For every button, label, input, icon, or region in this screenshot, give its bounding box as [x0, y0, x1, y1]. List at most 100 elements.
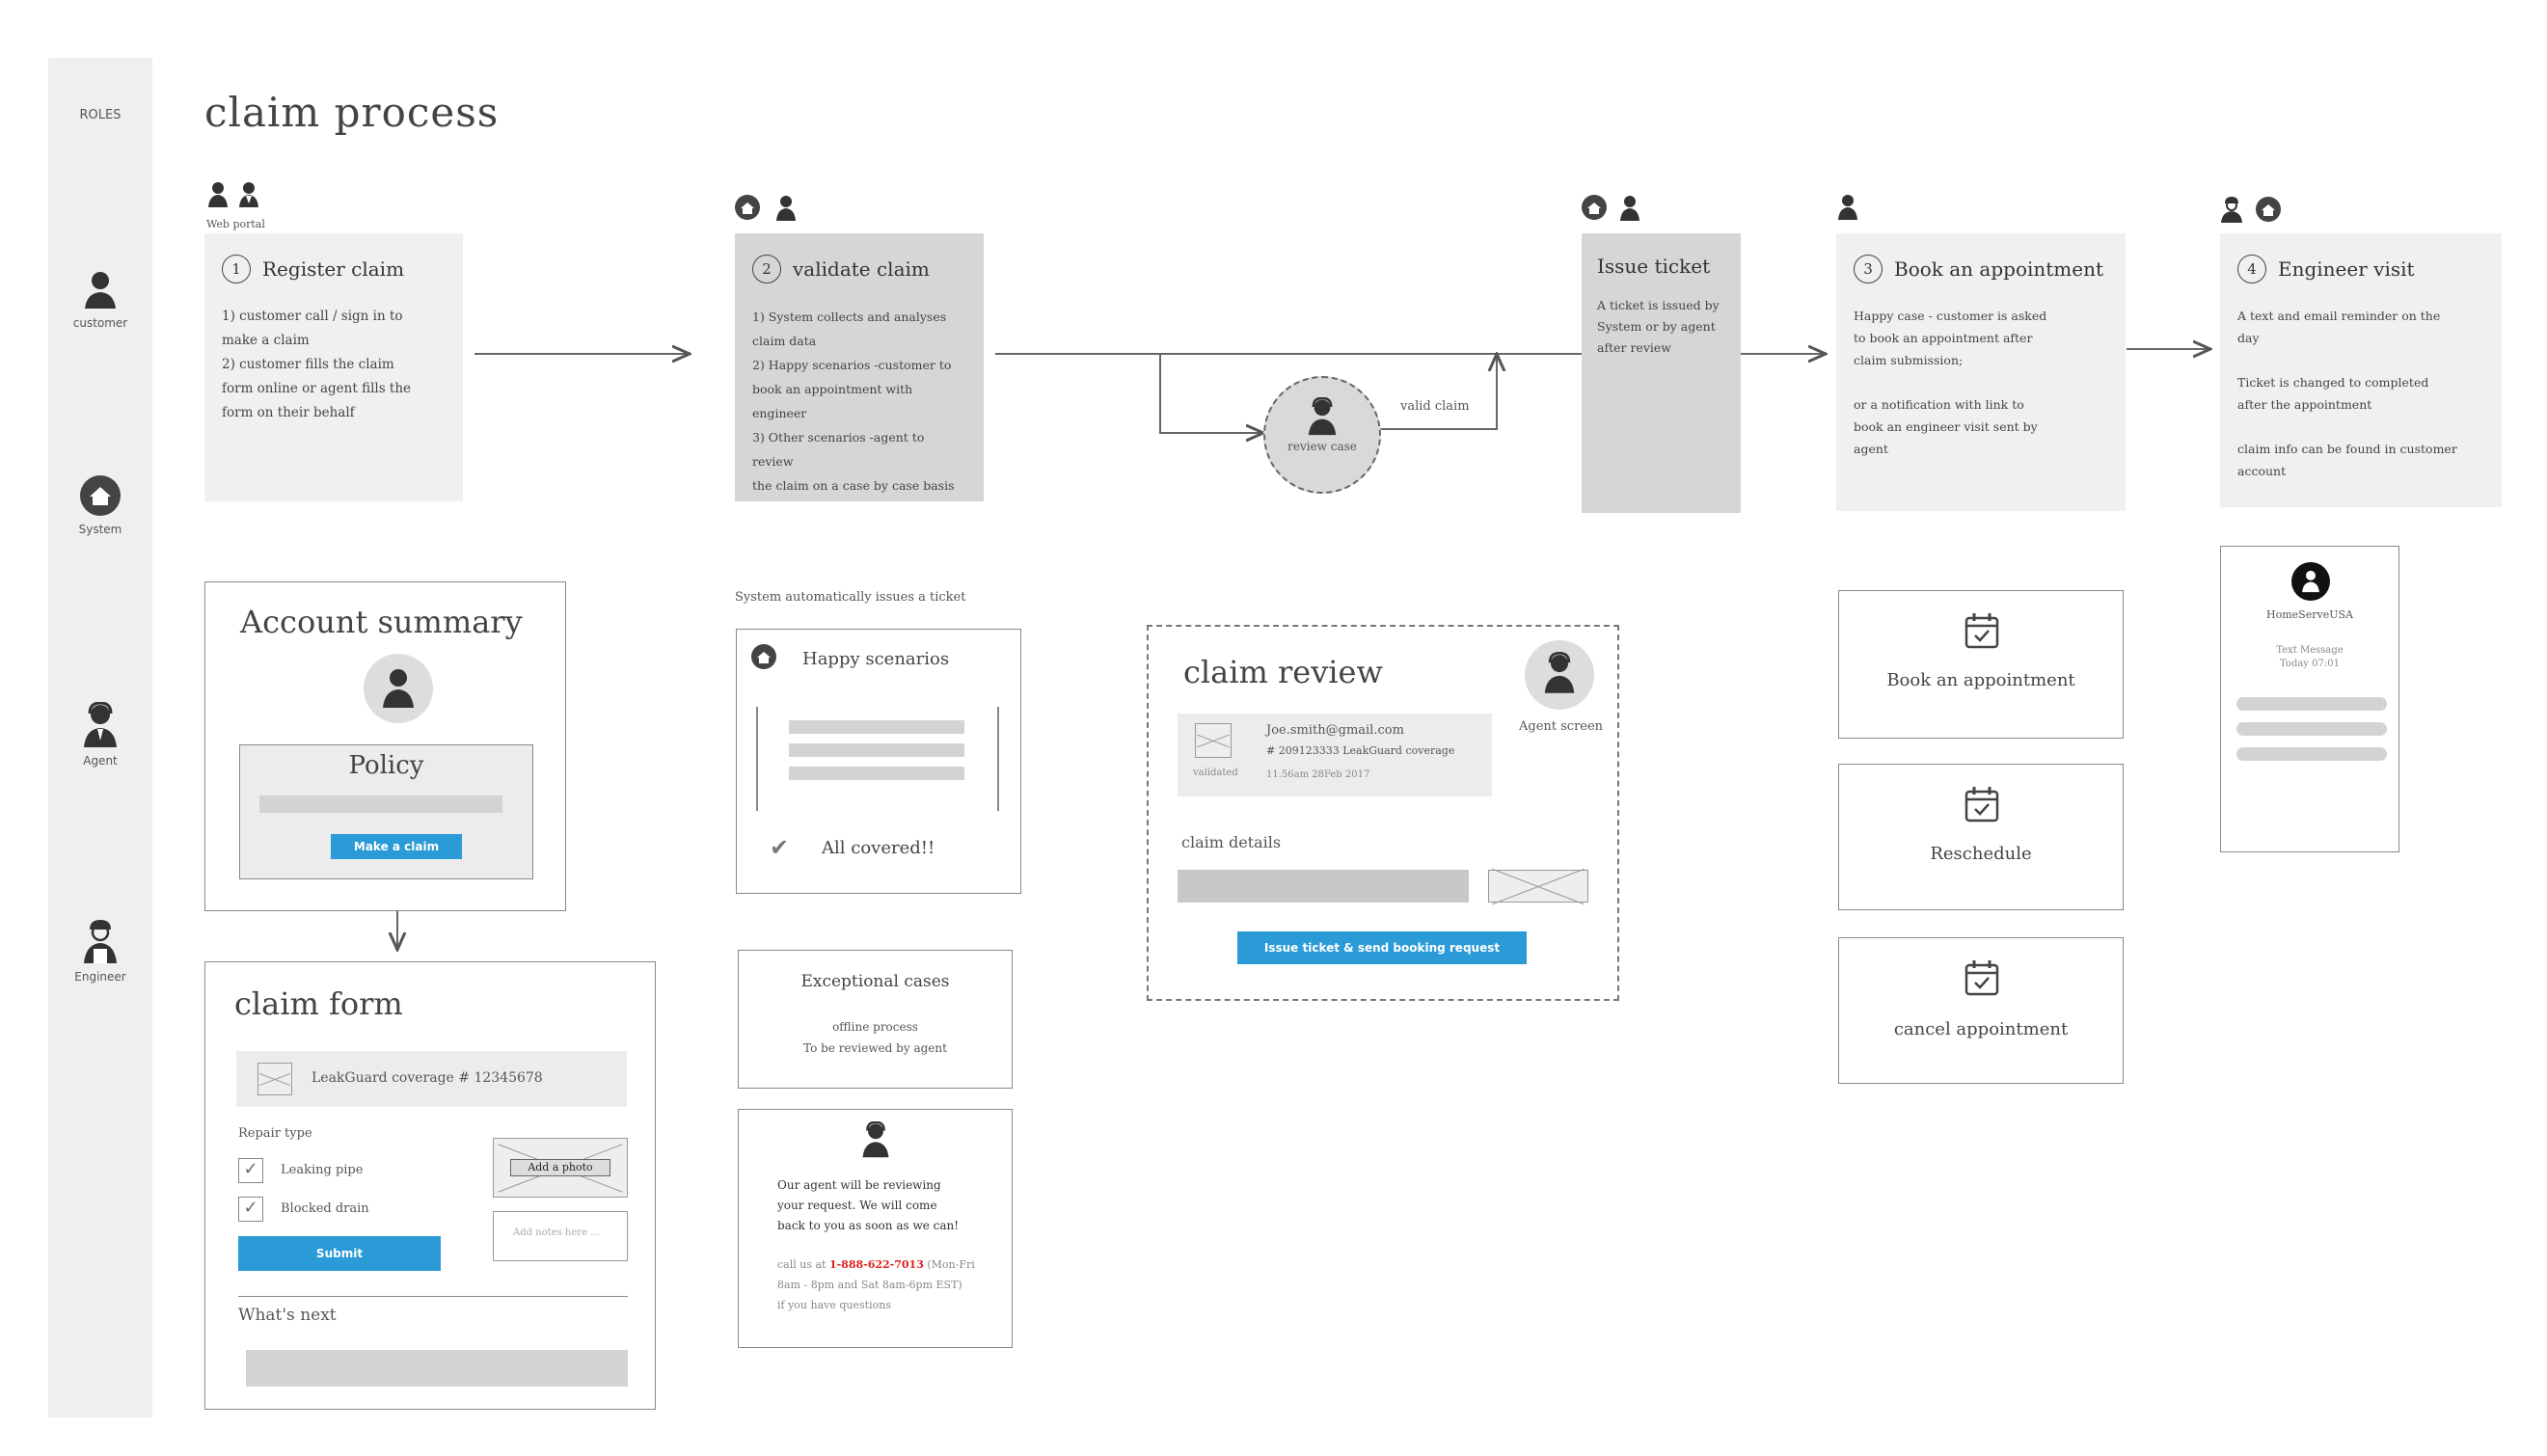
roles-header: ROLES	[79, 108, 122, 122]
details-placeholder	[1178, 870, 1469, 903]
claim-form-card: claim form LeakGuard coverage # 12345678…	[204, 961, 656, 1410]
leaking-pipe-checkbox[interactable]: ✓	[238, 1158, 263, 1183]
claim-details-label: claim details	[1181, 833, 1282, 851]
user-icon	[2302, 570, 2319, 593]
step-body: 1) customer call / sign in to make a cla…	[222, 309, 412, 420]
attachment-placeholder	[1488, 870, 1588, 903]
list-item	[789, 767, 964, 780]
book-appointment-card[interactable]: Book an appointment	[1838, 590, 2124, 739]
claim-form-title: claim form	[234, 985, 403, 1022]
coverage-id: # 209123333 LeakGuard coverage	[1266, 744, 1455, 757]
cancel-label: cancel appointment	[1893, 1019, 2069, 1039]
roles-sidebar: ROLES customer System Agent Engineer	[48, 58, 152, 1417]
user-icon	[383, 669, 414, 708]
agent-message-card: Our agent will be reviewing your request…	[738, 1109, 1013, 1348]
contact-suffix: (Mon-Fri 8am - 8pm and Sat 8am-6pm EST) …	[777, 1258, 975, 1311]
step-title-text: Engineer visit	[2278, 257, 2415, 281]
contact-prefix: call us at	[777, 1258, 829, 1271]
coverage-row: LeakGuard coverage # 12345678	[236, 1051, 627, 1107]
role-customer: customer	[48, 270, 152, 330]
sms-bubble	[2236, 747, 2387, 761]
validated-status: validated	[1193, 768, 1238, 778]
account-summary-card: Account summary Policy Make a claim	[204, 581, 566, 911]
customer-icon	[1838, 195, 1857, 220]
policy-placeholder-bar	[259, 795, 502, 813]
customer-email: Joe.smith@gmail.com	[1266, 723, 1404, 738]
blocked-drain-checkbox[interactable]: ✓	[238, 1197, 263, 1222]
system-agent-icons	[1582, 195, 1639, 221]
notes-field[interactable]: Add notes here ...	[493, 1211, 628, 1261]
step-title-text: Register claim	[262, 257, 405, 281]
step-number: 2	[752, 255, 781, 283]
submit-button[interactable]: Submit	[238, 1236, 441, 1271]
agent-icon	[1308, 396, 1337, 436]
step-validate-claim: 2 validate claim 1) System collects and a…	[735, 233, 984, 501]
checkmark-icon: ✔	[770, 834, 790, 861]
review-case-node: review case	[1263, 376, 1381, 494]
role-engineer: Engineer	[48, 918, 152, 984]
exceptional-cases-card: Exceptional cases offline process To be …	[738, 950, 1013, 1089]
account-summary-title: Account summary	[240, 604, 523, 640]
customer-icon	[208, 182, 258, 207]
role-label: Agent	[83, 754, 118, 768]
list-item	[789, 720, 964, 734]
exceptional-line: To be reviewed by agent	[803, 1041, 947, 1055]
all-covered-label: All covered!!	[822, 838, 935, 858]
role-system: System	[48, 474, 152, 536]
divider	[238, 1296, 628, 1297]
timestamp: 11.56am 28Feb 2017	[1266, 769, 1370, 780]
agent-screen-label: Agent screen	[1519, 719, 1604, 734]
agent-avatar	[1525, 640, 1594, 710]
sms-line1: Text Message	[2276, 645, 2344, 656]
step-number: 4	[2237, 255, 2266, 283]
repair-type-label: Repair type	[238, 1126, 312, 1141]
exceptional-line: offline process	[832, 1020, 918, 1034]
happy-title: Happy scenarios	[802, 649, 950, 669]
system-note: System automatically issues a ticket	[735, 590, 966, 605]
agent-message-text: Our agent will be reviewing your request…	[777, 1178, 960, 1232]
add-photo-button[interactable]: Add a photo	[510, 1159, 610, 1176]
step-register-claim: 1 Register claim 1) customer call / sign …	[204, 233, 463, 501]
step-issue-ticket: Issue ticket A ticket is issued by Syste…	[1582, 233, 1741, 513]
step-body: A text and email reminder on the day Tic…	[2237, 309, 2457, 478]
calendar-icon	[1964, 613, 1999, 649]
step-body: Happy case - customer is asked to book a…	[1854, 309, 2047, 456]
policy-panel: Policy Make a claim	[239, 744, 533, 879]
scenario-list	[756, 707, 999, 811]
avatar	[364, 654, 433, 723]
make-claim-button[interactable]: Make a claim	[331, 834, 462, 859]
claim-review-title: claim review	[1183, 654, 1383, 690]
valid-claim-label: valid claim	[1400, 399, 1470, 414]
agent-icon	[84, 702, 117, 747]
image-placeholder	[1195, 723, 1232, 758]
issue-ticket-button[interactable]: Issue ticket & send booking request	[1237, 931, 1527, 964]
reschedule-card[interactable]: Reschedule	[1838, 764, 2124, 910]
step-body: 1) System collects and analyses claim da…	[752, 310, 955, 493]
agent-icon	[1544, 652, 1575, 693]
step-number: 1	[222, 255, 251, 283]
whats-next-label: What's next	[238, 1306, 337, 1325]
step-title: 4 Engineer visit	[2237, 255, 2484, 283]
option-label: Blocked drain	[281, 1201, 369, 1216]
phone-link[interactable]: 1-888-622-7013	[828, 1258, 924, 1271]
web-portal-label: Web portal	[206, 218, 265, 230]
step-title-text: validate claim	[793, 257, 930, 281]
contact-text: call us at 1-888-622-7013 (Mon-Fri 8am -…	[777, 1254, 975, 1315]
coverage-text: LeakGuard coverage # 12345678	[312, 1070, 543, 1086]
sms-bubble	[2236, 722, 2387, 736]
customer-icon	[85, 272, 116, 309]
system-agent-icons	[735, 195, 796, 221]
role-label: Engineer	[74, 970, 126, 984]
cancel-appointment-card[interactable]: cancel appointment	[1838, 937, 2124, 1084]
calendar-icon	[1964, 960, 1999, 996]
list-item	[789, 743, 964, 757]
happy-scenarios-card: Happy scenarios ✔ All covered!!	[736, 629, 1021, 894]
step-title: 1 Register claim	[222, 255, 446, 283]
whats-next-placeholder	[246, 1350, 628, 1387]
step-engineer-visit: 4 Engineer visit A text and email reminde…	[2220, 233, 2502, 507]
reschedule-label: Reschedule	[1930, 844, 2032, 864]
sms-bubble	[2236, 697, 2387, 711]
